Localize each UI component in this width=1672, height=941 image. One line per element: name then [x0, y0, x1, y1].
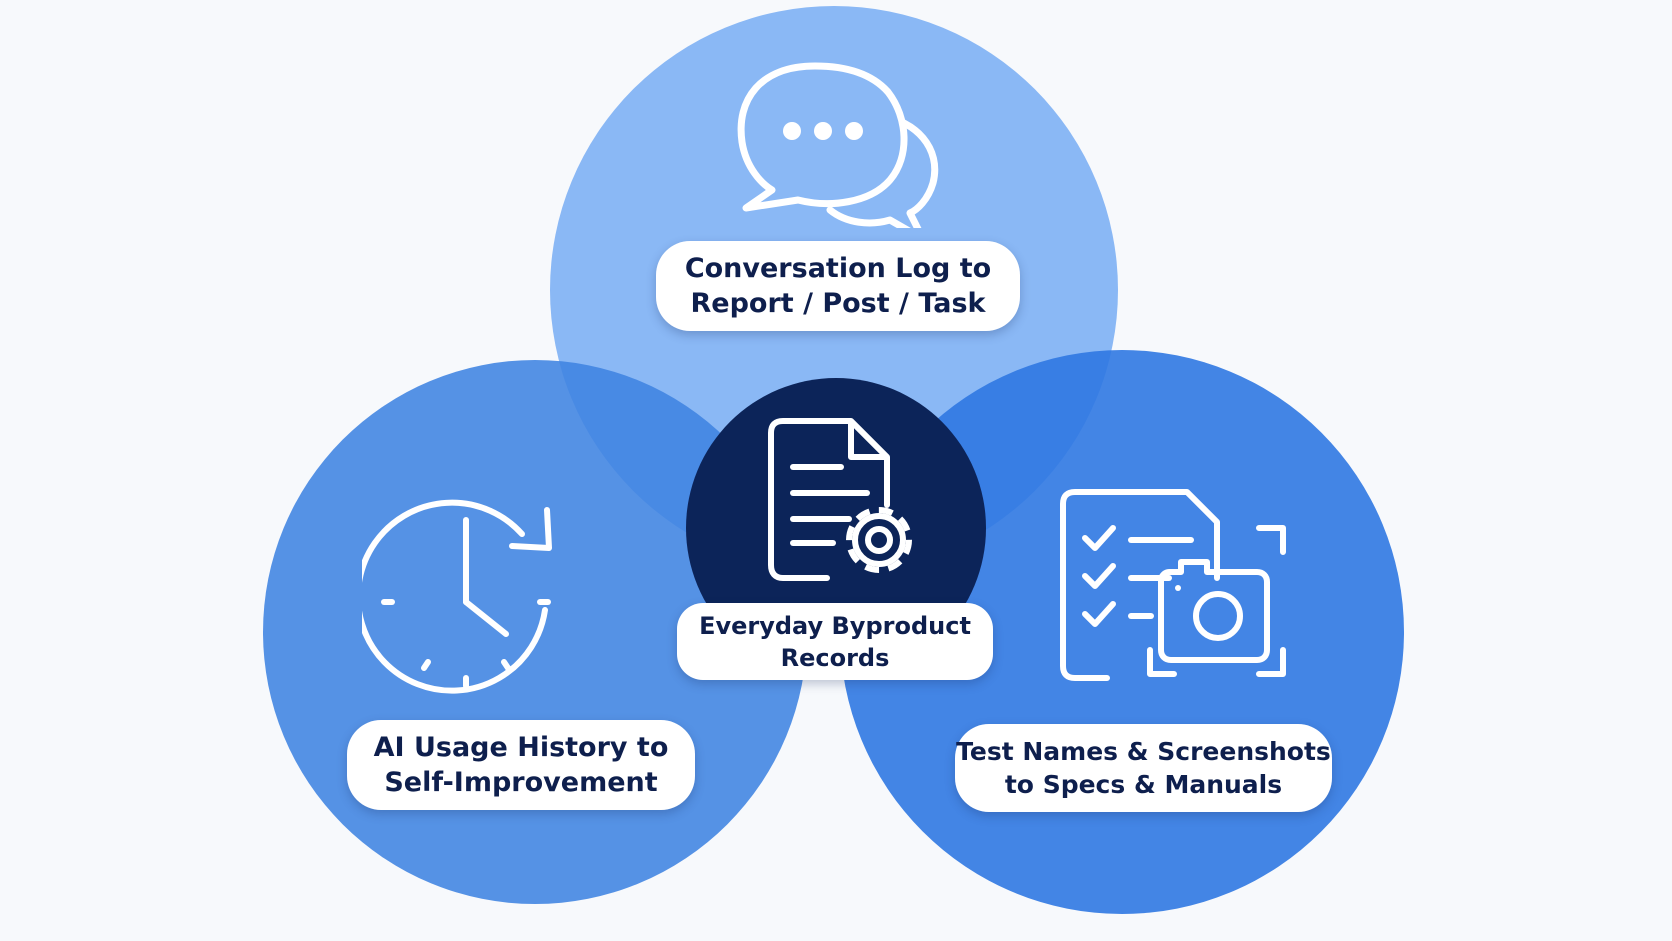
- label-conversation-log: Conversation Log to Report / Post / Task: [656, 241, 1020, 331]
- document-gear-icon: [768, 418, 912, 581]
- checklist-camera-icon: [1060, 489, 1286, 681]
- label-test-names-screenshots: Test Names & Screenshots to Specs & Manu…: [955, 724, 1332, 812]
- label-top-line1: Conversation Log to: [684, 253, 992, 284]
- label-right-line2: to Specs & Manuals: [1004, 770, 1283, 799]
- label-everyday-byproduct-records: Everyday Byproduct Records: [677, 603, 993, 680]
- label-right-line1: Test Names & Screenshots: [956, 737, 1331, 766]
- label-left-line2: Self-Improvement: [384, 767, 658, 798]
- label-top-line2: Report / Post / Task: [690, 288, 986, 319]
- label-ai-usage-history: AI Usage History to Self-Improvement: [347, 720, 695, 810]
- clock-refresh-icon: [362, 499, 552, 694]
- chat-bubbles-icon: [737, 62, 939, 228]
- label-left-line1: AI Usage History to: [373, 732, 669, 763]
- label-center-line1: Everyday Byproduct: [699, 611, 971, 640]
- label-center-line2: Records: [780, 643, 890, 672]
